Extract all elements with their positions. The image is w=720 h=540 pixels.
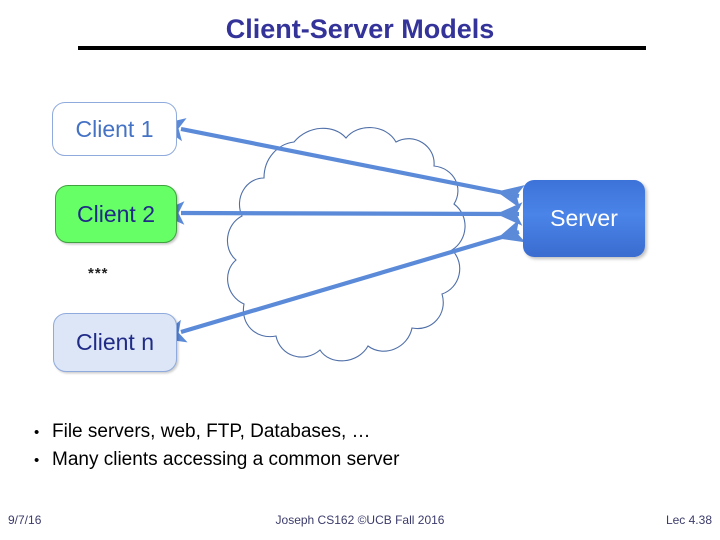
connector-server-clientn xyxy=(159,219,526,343)
bullet-item: • Many clients accessing a common server xyxy=(34,446,674,474)
bullet-item: • File servers, web, FTP, Databases, … xyxy=(34,418,674,446)
connector-server-client2 xyxy=(158,201,523,226)
node-client2[interactable]: Client 2 xyxy=(55,185,177,243)
footer-lecture-number: Lec 4.38 xyxy=(665,513,712,527)
node-client2-label: Client 2 xyxy=(77,200,155,227)
page-title: Client-Server Models xyxy=(225,14,495,44)
node-server-label: Server xyxy=(550,205,618,231)
clients-ellipsis: *** xyxy=(88,265,109,282)
bullet-text: Many clients accessing a common server xyxy=(52,449,400,471)
bullet-marker-icon: • xyxy=(34,424,40,441)
footer-date: 9/7/16 xyxy=(8,513,42,527)
footer-attribution: Joseph CS162 ©UCB Fall 2016 xyxy=(275,513,445,527)
bullet-marker-icon: • xyxy=(34,452,40,470)
node-clientn-label: Client n xyxy=(76,329,154,355)
slide-footer: 9/7/16 Joseph CS162 ©UCB Fall 2016 Lec 4… xyxy=(0,513,720,533)
bullet-text: File servers, web, FTP, Databases, … xyxy=(52,421,371,442)
title-divider-rule xyxy=(78,46,646,50)
node-clientn[interactable]: Client n xyxy=(53,313,177,372)
node-client1-label: Client 1 xyxy=(75,115,154,142)
bullet-list: • File servers, web, FTP, Databases, … •… xyxy=(34,418,674,474)
node-client1[interactable]: Client 1 xyxy=(52,102,177,156)
node-server[interactable]: Server xyxy=(523,180,645,257)
connector-server-client1 xyxy=(158,118,525,209)
